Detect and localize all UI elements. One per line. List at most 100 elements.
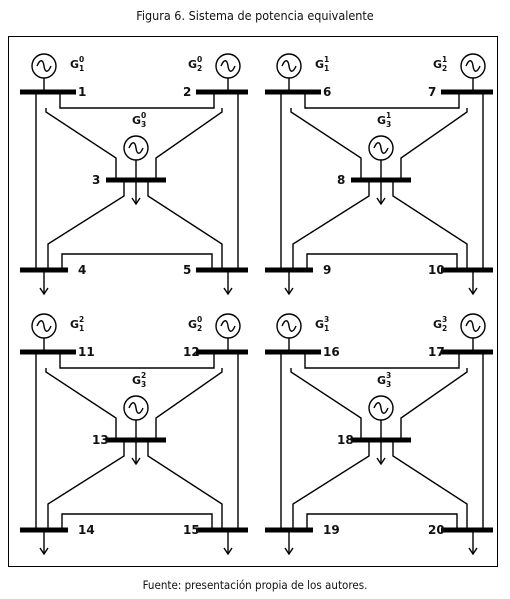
sys1-line-bottom bbox=[61, 253, 213, 270]
sys4-line-tl-center bbox=[290, 368, 362, 440]
sys1-line-tl-center bbox=[45, 108, 117, 180]
sys3-gen-label-2-sub: 2 bbox=[197, 324, 202, 333]
sys3-bus-top-right bbox=[196, 349, 248, 355]
sys2-gen-label-3-sub: 3 bbox=[386, 120, 391, 129]
sys2-line-tr-center bbox=[400, 108, 468, 180]
sys3-gen-label-3-letter: G bbox=[132, 374, 141, 387]
sys2-bus-label-2: 7 bbox=[428, 85, 436, 99]
sys2-line-top bbox=[304, 92, 460, 109]
sys2-generator-3-wave bbox=[373, 142, 389, 154]
sys2-gen-label-2-sub: 2 bbox=[442, 64, 447, 73]
sys4-bus-label-4: 19 bbox=[323, 523, 340, 537]
sys3-bus-label-5: 15 bbox=[183, 523, 200, 537]
sys2-gen-label-2-sup: 1 bbox=[442, 55, 447, 64]
sys1-gen-label-2-letter: G bbox=[188, 58, 197, 71]
sys3-bus-label-3: 13 bbox=[92, 433, 109, 447]
sys4-bus-label-3: 18 bbox=[337, 433, 354, 447]
sys3-line-top bbox=[59, 352, 215, 369]
diagram-frame bbox=[8, 36, 498, 567]
figure-source: Fuente: presentación propia de los autor… bbox=[142, 578, 368, 592]
sys1-gen-label-2-sub: 2 bbox=[197, 64, 202, 73]
sys4-bus-label-5: 20 bbox=[428, 523, 445, 537]
sys3-gen-label-1-letter: G bbox=[70, 318, 79, 331]
sys3-line-bottom bbox=[61, 513, 213, 530]
sys4-gen-label-1-letter: G bbox=[315, 318, 324, 331]
sys3-line-tl-center bbox=[45, 368, 117, 440]
sys1-gen-label-1-letter: G bbox=[70, 58, 79, 71]
sys2-gen-label-3-sup: 1 bbox=[386, 111, 391, 120]
sys3-bus-label-1: 11 bbox=[78, 345, 95, 359]
sys3-bus-top-left bbox=[20, 349, 76, 355]
sys4-bus-top-right bbox=[441, 349, 493, 355]
sys3-load-5-arrow bbox=[223, 547, 233, 556]
sys1-generator-3-wave bbox=[128, 142, 144, 154]
sys4-bus-label-1: 16 bbox=[323, 345, 340, 359]
sys2-bus-label-5: 10 bbox=[428, 263, 445, 277]
sys3-gen-label-2-sup: 0 bbox=[197, 315, 202, 324]
sys1-gen-label-2-sup: 0 bbox=[197, 55, 202, 64]
sys2-gen-label-3-letter: G bbox=[377, 114, 386, 127]
sys4-line-bottom bbox=[306, 513, 458, 530]
sys3-line-center-br bbox=[147, 440, 223, 530]
sys2-gen-label-1-sup: 1 bbox=[324, 55, 329, 64]
sys3-load-center-arrow bbox=[131, 457, 141, 466]
sys1-load-4-arrow bbox=[39, 287, 49, 296]
sys2-gen-label-1-letter: G bbox=[315, 58, 324, 71]
sys3-generator-3-wave bbox=[128, 402, 144, 414]
sys2-load-5-arrow bbox=[468, 287, 478, 296]
sys2-line-center-br bbox=[392, 180, 468, 270]
sys1-bus-label-1: 1 bbox=[78, 85, 86, 99]
sys4-load-4-arrow bbox=[284, 547, 294, 556]
sys4-bus-label-2: 17 bbox=[428, 345, 445, 359]
sys2-generator-1-wave bbox=[281, 60, 297, 72]
sys4-bus-top-left bbox=[265, 349, 321, 355]
sys4-line-center-br bbox=[392, 440, 468, 530]
sys1-load-center-arrow bbox=[131, 197, 141, 206]
sys2-bus-top-left bbox=[265, 89, 321, 95]
sys3-line-center-bl bbox=[47, 440, 125, 530]
sys4-gen-label-3-sup: 3 bbox=[386, 371, 391, 380]
sys2-bus-label-4: 9 bbox=[323, 263, 331, 277]
sys4-gen-label-2-letter: G bbox=[433, 318, 442, 331]
sys4-load-center-arrow bbox=[376, 457, 386, 466]
sys3-gen-label-3-sub: 3 bbox=[141, 380, 146, 389]
sys4-gen-label-1-sup: 3 bbox=[324, 315, 329, 324]
sys2-gen-label-1-sub: 1 bbox=[324, 64, 329, 73]
sys3-generator-2-wave bbox=[220, 320, 236, 332]
sys4-generator-3-wave bbox=[373, 402, 389, 414]
sys1-line-top bbox=[59, 92, 215, 109]
sys1-gen-label-1-sup: 0 bbox=[79, 55, 84, 64]
sys4-gen-label-2-sub: 2 bbox=[442, 324, 447, 333]
sys1-bus-label-4: 4 bbox=[78, 263, 86, 277]
sys1-bus-top-right bbox=[196, 89, 248, 95]
sys1-bus-top-left bbox=[20, 89, 76, 95]
sys1-bus-label-2: 2 bbox=[183, 85, 191, 99]
sys1-generator-1-wave bbox=[36, 60, 52, 72]
sys2-load-4-arrow bbox=[284, 287, 294, 296]
sys4-line-tr-center bbox=[400, 368, 468, 440]
sys1-bus-label-3: 3 bbox=[92, 173, 100, 187]
sys1-line-tr-center bbox=[155, 108, 223, 180]
sys1-gen-label-3-sub: 3 bbox=[141, 120, 146, 129]
sys4-generator-2-wave bbox=[465, 320, 481, 332]
sys2-line-center-bl bbox=[292, 180, 370, 270]
sys1-gen-label-3-sup: 0 bbox=[141, 111, 146, 120]
sys4-generator-1-wave bbox=[281, 320, 297, 332]
sys4-line-top bbox=[304, 352, 460, 369]
sys1-bus-label-5: 5 bbox=[183, 263, 191, 277]
sys4-gen-label-2-sup: 3 bbox=[442, 315, 447, 324]
sys3-gen-label-3-sup: 2 bbox=[141, 371, 146, 380]
sys1-gen-label-1-sub: 1 bbox=[79, 64, 84, 73]
sys2-line-bottom bbox=[306, 253, 458, 270]
sys4-gen-label-3-letter: G bbox=[377, 374, 386, 387]
sys1-line-center-bl bbox=[47, 180, 125, 270]
sys3-bus-label-4: 14 bbox=[78, 523, 95, 537]
sys1-line-center-br bbox=[147, 180, 223, 270]
sys4-line-center-bl bbox=[292, 440, 370, 530]
sys1-generator-2-wave bbox=[220, 60, 236, 72]
sys2-bus-label-3: 8 bbox=[337, 173, 345, 187]
figure-title: Figura 6. Sistema de potencia equivalent… bbox=[136, 8, 374, 23]
sys4-load-5-arrow bbox=[468, 547, 478, 556]
sys3-line-tr-center bbox=[155, 368, 223, 440]
